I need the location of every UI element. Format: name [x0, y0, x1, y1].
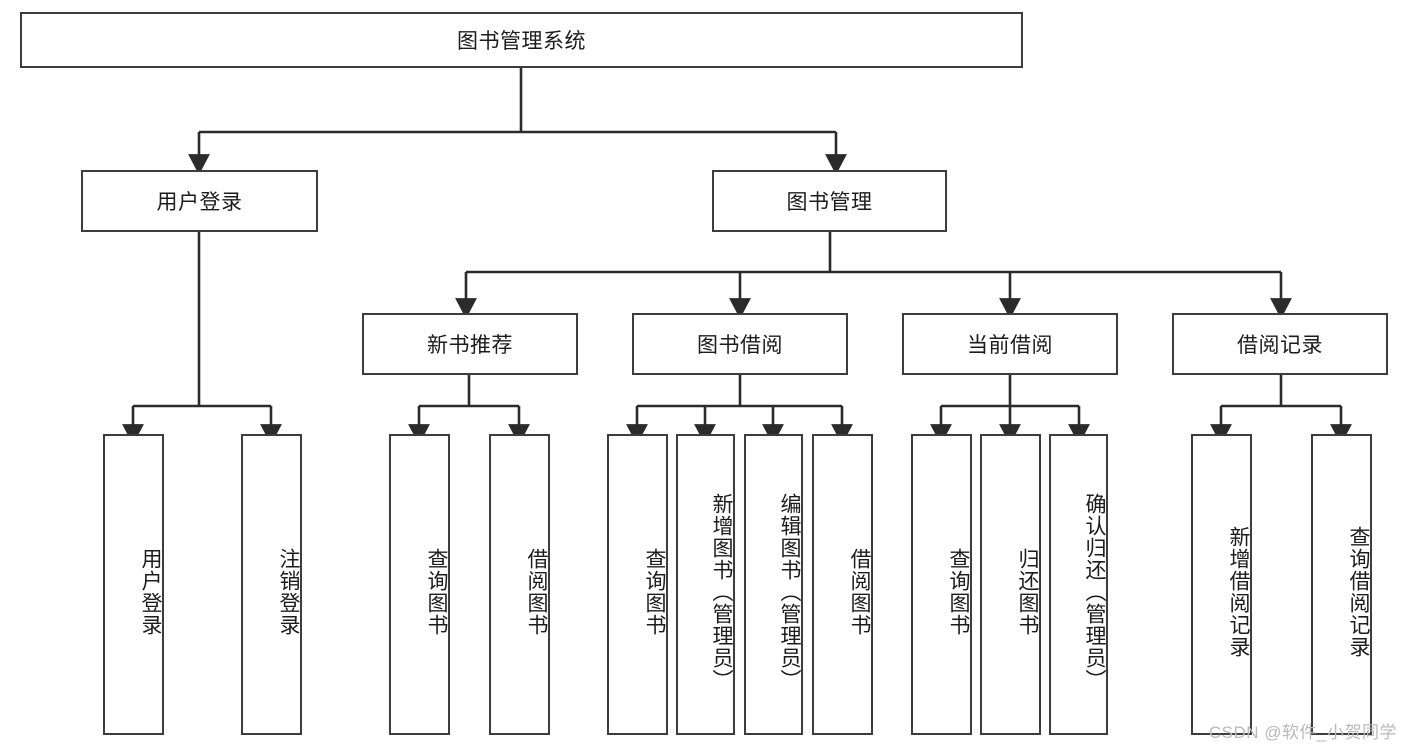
node-book-borrow[interactable]: 图书借阅	[632, 313, 848, 375]
node-label: 当前借阅	[967, 334, 1053, 357]
node-new-book-recommend[interactable]: 新书推荐	[362, 313, 578, 375]
leaf-book-borrow-add-book-admin[interactable]: 新增图书（管理员）	[676, 434, 735, 735]
node-label: 用户登录	[156, 191, 243, 214]
node-label: 图书管理	[786, 191, 873, 214]
watermark: CSDN @软件_小贺同学	[1208, 723, 1397, 742]
leaf-book-borrow-borrow-book[interactable]: 借阅图书	[812, 434, 873, 735]
node-book-management[interactable]: 图书管理	[712, 170, 947, 232]
node-borrow-record[interactable]: 借阅记录	[1172, 313, 1388, 375]
leaf-new-book-borrow-book[interactable]: 借阅图书	[489, 434, 550, 735]
node-label: 归还图书	[1016, 547, 1039, 636]
node-label: 注销登录	[277, 547, 300, 636]
node-user-login[interactable]: 用户登录	[81, 170, 318, 232]
node-label: 借阅图书	[848, 547, 871, 636]
node-label: 查询图书	[643, 547, 666, 636]
node-label: 用户登录	[139, 547, 162, 636]
leaf-current-borrow-return-book[interactable]: 归还图书	[980, 434, 1041, 735]
node-label: 查询图书	[947, 547, 970, 636]
node-current-borrow[interactable]: 当前借阅	[902, 313, 1118, 375]
node-label: 编辑图书（管理员）	[778, 492, 801, 691]
leaf-borrow-record-add-record[interactable]: 新增借阅记录	[1191, 434, 1252, 735]
leaf-user-login-logout[interactable]: 注销登录	[241, 434, 302, 735]
leaf-borrow-record-query-record[interactable]: 查询借阅记录	[1311, 434, 1372, 735]
leaf-current-borrow-query-book[interactable]: 查询图书	[911, 434, 972, 735]
leaf-current-borrow-confirm-return-admin[interactable]: 确认归还（管理员）	[1049, 434, 1108, 735]
leaf-book-borrow-edit-book-admin[interactable]: 编辑图书（管理员）	[744, 434, 803, 735]
node-label: 借阅图书	[525, 547, 548, 636]
leaf-user-login-login[interactable]: 用户登录	[103, 434, 164, 735]
leaf-new-book-query-book[interactable]: 查询图书	[389, 434, 450, 735]
node-label: 借阅记录	[1237, 334, 1323, 357]
node-root-book-management-system[interactable]: 图书管理系统	[20, 12, 1023, 68]
node-label: 确认归还（管理员）	[1083, 492, 1106, 691]
node-label: 新增图书（管理员）	[710, 492, 733, 691]
node-label: 新书推荐	[427, 334, 513, 357]
node-label: 新增借阅记录	[1227, 525, 1250, 658]
node-label: 查询借阅记录	[1347, 525, 1370, 658]
node-label: 查询图书	[425, 547, 448, 636]
node-label: 图书借阅	[697, 334, 783, 357]
leaf-book-borrow-query-book[interactable]: 查询图书	[607, 434, 668, 735]
node-label: 图书管理系统	[457, 30, 586, 53]
